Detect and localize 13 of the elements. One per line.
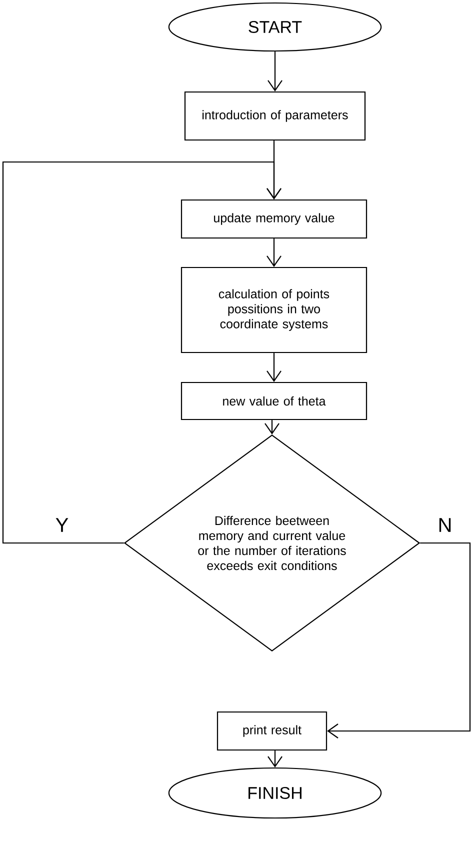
edge-label: Y — [54, 517, 70, 533]
process-box: update memory value — [180, 199, 368, 239]
arrow — [266, 353, 282, 382]
process-box: new value of theta — [180, 382, 368, 420]
arrow — [266, 238, 282, 267]
arrow — [268, 52, 282, 92]
arrow — [268, 750, 282, 768]
arrow — [2, 161, 282, 544]
process-box: calculation of points possitions in two coordinate systems — [180, 266, 368, 354]
process-box: introduction of parameters — [184, 91, 366, 141]
arrow — [327, 542, 471, 738]
process-box: print result — [216, 711, 328, 751]
edge-label: N — [436, 517, 454, 533]
